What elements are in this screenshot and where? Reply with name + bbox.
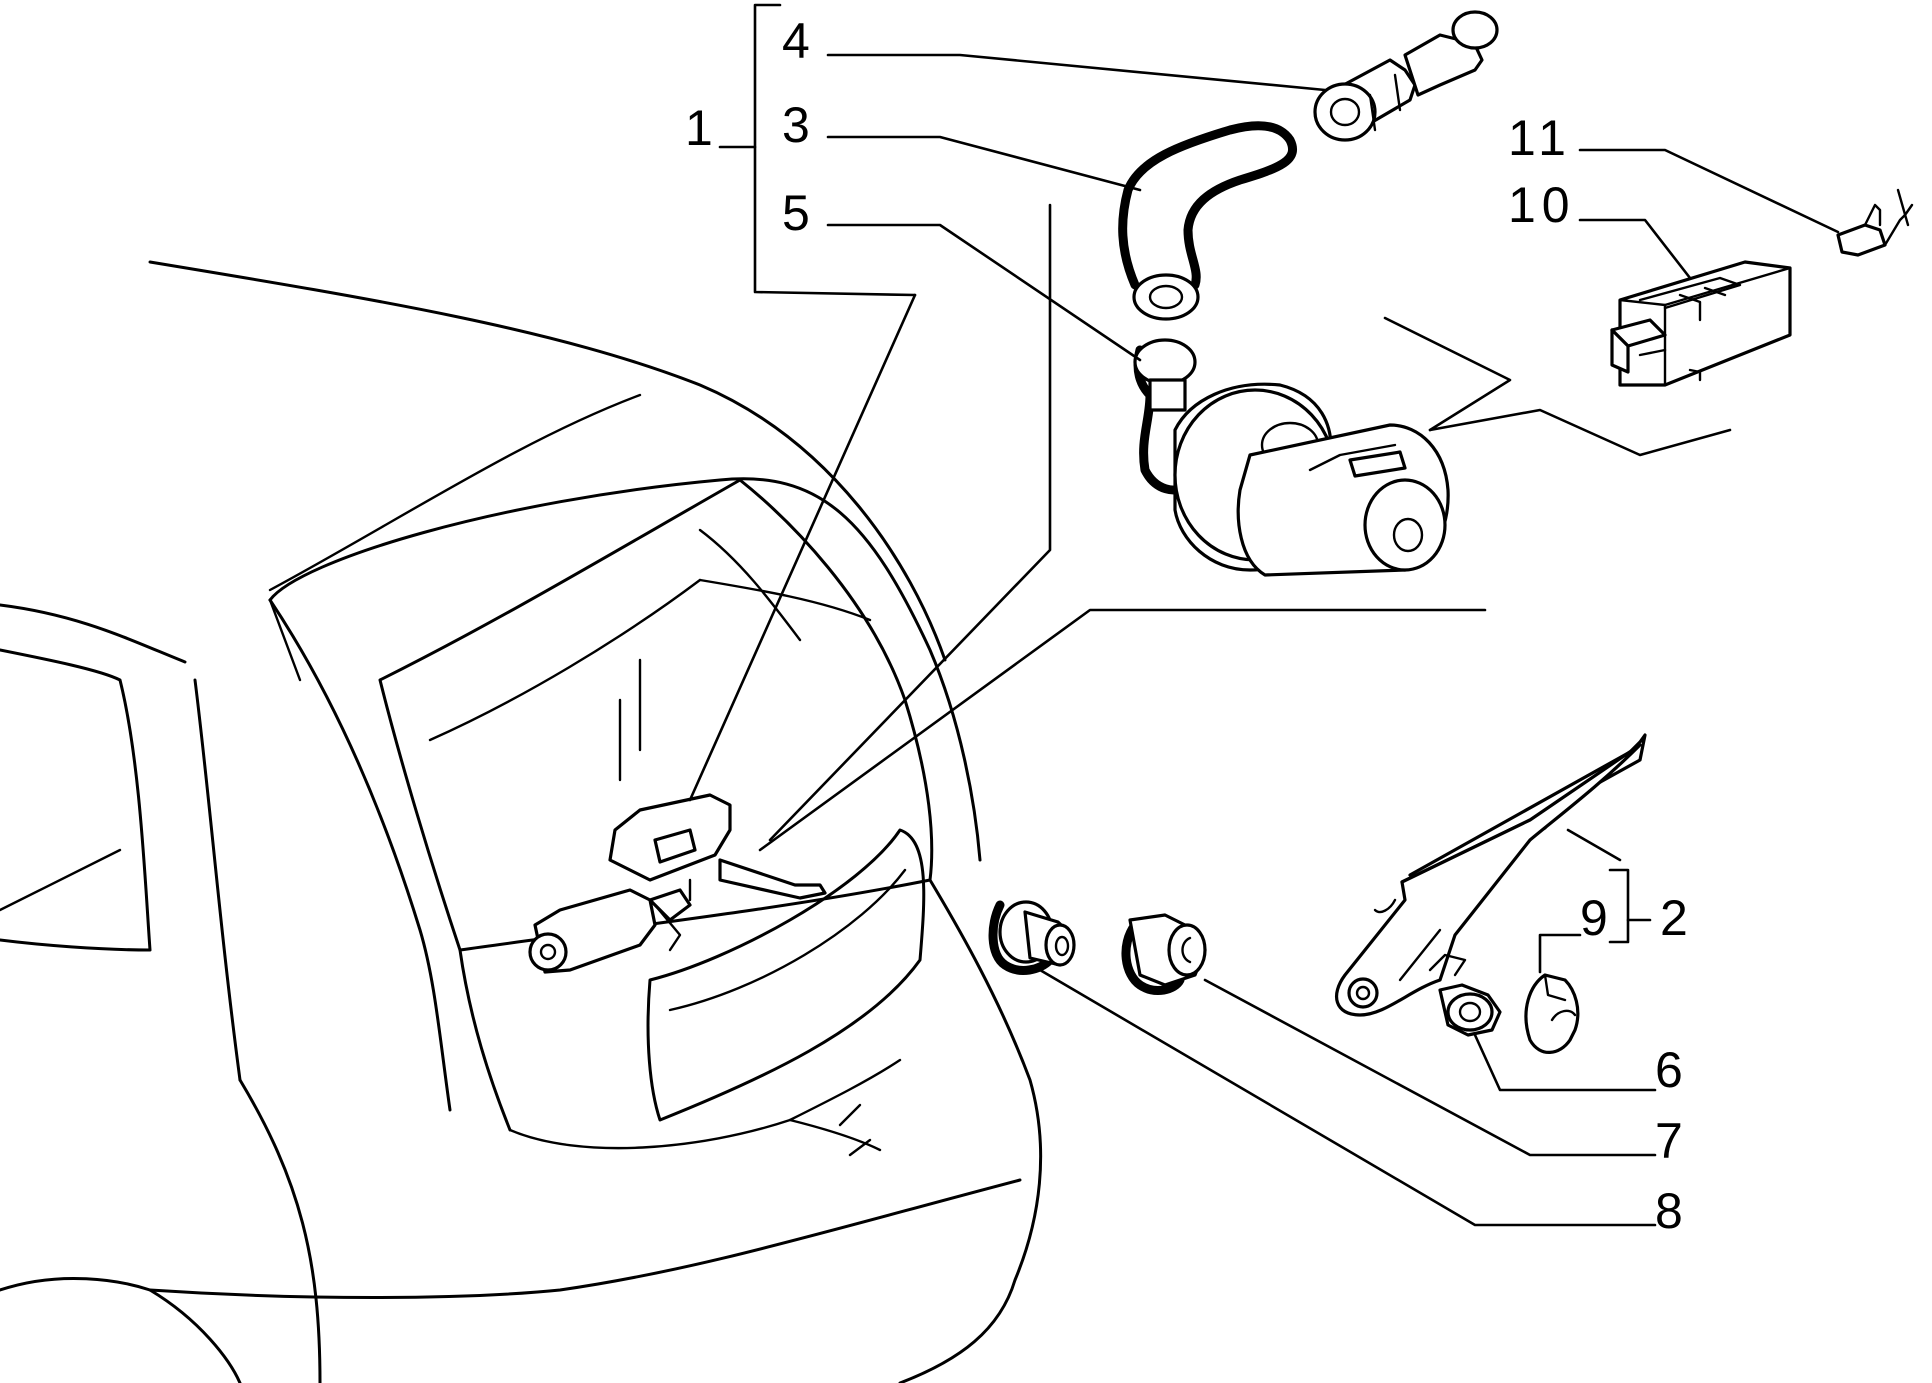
part-3-bent-hose	[1118, 121, 1297, 321]
leader-lines	[688, 3, 1840, 1227]
wiper-motor-installed	[528, 793, 827, 974]
callout-labels: 1 4 3 5 11 10 9 2 6 7 8	[685, 13, 1694, 1239]
part-11-terminal-clip	[1836, 188, 1914, 257]
callout-6: 6	[1655, 1042, 1689, 1098]
part-4-nozzle-connector	[1313, 10, 1499, 142]
callout-2: 2	[1660, 890, 1694, 946]
callout-11: 11	[1508, 110, 1572, 166]
callout-9: 9	[1580, 890, 1614, 946]
callout-5: 5	[782, 185, 816, 241]
part-6-nut	[1438, 983, 1502, 1037]
wiper-arm-blade	[1335, 733, 1647, 1017]
callout-3: 3	[782, 97, 816, 153]
part-9-cap	[1524, 973, 1580, 1054]
callout-4: 4	[782, 13, 816, 69]
part-7-bushing	[1121, 913, 1207, 995]
part-5-washer-pump	[1133, 338, 1450, 577]
callout-8: 8	[1655, 1183, 1689, 1239]
callout-10: 10	[1508, 177, 1576, 233]
part-8-grommet	[988, 900, 1076, 975]
callout-7: 7	[1655, 1113, 1689, 1169]
car-body-outline	[0, 260, 1043, 1383]
part-10-connector-housing	[1610, 260, 1792, 387]
callout-1: 1	[685, 100, 719, 156]
